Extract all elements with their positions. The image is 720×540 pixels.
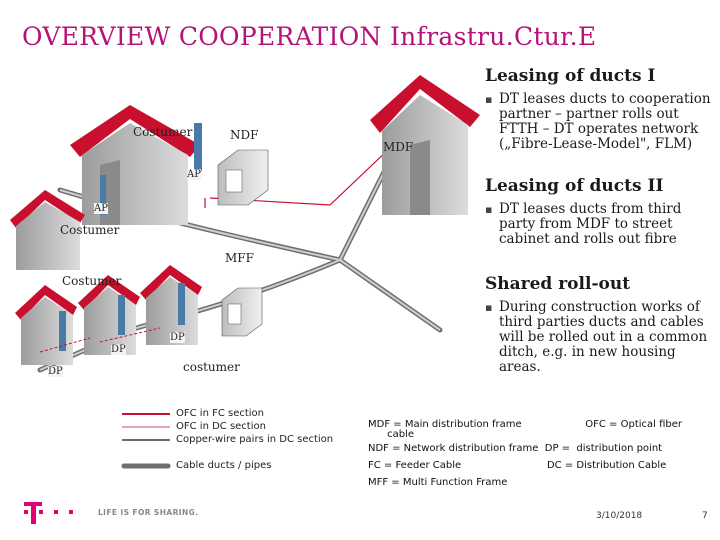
section-heading: Leasing of ducts I — [485, 66, 656, 86]
legend-label: OFC in DC section — [176, 421, 266, 432]
label-mdf: MDF — [383, 140, 414, 154]
section-bullet: During construction works of third parti… — [485, 300, 720, 375]
ndf-cabinet — [217, 149, 269, 206]
network-diagram: Costumer NDF MDF AP AP Costumer MFF Cost… — [0, 70, 480, 400]
legend-swatch-red-line — [122, 413, 170, 415]
legend-label: Copper-wire pairs in DC section — [176, 434, 334, 445]
legend-label: OFC in FC section — [176, 408, 265, 419]
telekom-logo — [24, 500, 86, 530]
label-dp-mid: DP — [111, 344, 126, 355]
section-heading: Shared roll-out — [485, 274, 631, 294]
label-ap-mid: AP — [187, 169, 201, 180]
abbr-line: FC = Feeder Cable DC = Distribution Cabl… — [368, 460, 667, 471]
page-title: OVERVIEW COOPERATION Infrastru.Ctur.E — [22, 22, 597, 51]
legend-item-copper: Copper-wire pairs in DC section — [120, 434, 333, 446]
label-costumer-top: Costumer — [133, 125, 193, 139]
legend-swatch-duct — [121, 463, 171, 469]
label-costumer-lower: costumer — [183, 360, 240, 374]
legend: OFC in FC section OFC in DC section Copp… — [120, 408, 333, 471]
footer-date: 3/10/2018 — [596, 511, 643, 521]
house-left-mid — [10, 190, 85, 270]
section-heading: Leasing of ducts II — [485, 176, 664, 196]
section-leasing-ducts-2: Leasing of ducts II DT leases ducts from… — [485, 176, 720, 247]
label-costumer-bottom: Costumer — [62, 274, 122, 288]
abbr-line: cable — [368, 429, 414, 440]
legend-item-ofc-fc: OFC in FC section — [120, 408, 310, 420]
section-leasing-ducts-1: Leasing of ducts I DT leases ducts to co… — [485, 66, 720, 152]
network-diagram-graphic — [10, 75, 480, 373]
legend-label: Cable ducts / pipes — [176, 460, 272, 471]
section-bullet: DT leases ducts from third party from MD… — [485, 202, 720, 247]
label-mff: MFF — [225, 251, 254, 265]
drop-lines — [39, 327, 161, 353]
abbr-line: MFF = Multi Function Frame — [368, 477, 508, 488]
house-bottom-1 — [15, 285, 77, 365]
label-ap-left: AP — [94, 203, 108, 214]
label-dp-right: DP — [170, 332, 185, 343]
abbr-line: NDF = Network distribution frame DP = di… — [368, 443, 663, 454]
section-bullet: DT leases ducts to cooperation partner –… — [485, 92, 720, 152]
t-logo-icon — [24, 502, 73, 524]
slogan: LIFE IS FOR SHARING. — [98, 508, 199, 517]
label-dp-left: DP — [48, 366, 63, 377]
legend-swatch-black-line — [122, 439, 170, 441]
mdf-building — [370, 75, 480, 215]
legend-item-ducts: Cable ducts / pipes — [120, 460, 310, 472]
legend-swatch-thin-line — [122, 426, 170, 428]
house-bottom-2 — [78, 275, 140, 355]
page-number: 7 — [702, 511, 708, 521]
label-ndf: NDF — [230, 128, 259, 142]
section-shared-rollout: Shared roll-out During construction work… — [485, 274, 720, 375]
abbreviations: MDF = Main distribution frame OFC = Opti… — [368, 416, 688, 491]
legend-item-ofc-dc: OFC in DC section — [120, 421, 310, 433]
house-top — [70, 105, 202, 225]
mff-cabinet — [221, 287, 263, 337]
abbr-line: MDF = Main distribution frame OFC = Opti… — [368, 419, 683, 430]
label-costumer-left: Costumer — [60, 223, 120, 237]
